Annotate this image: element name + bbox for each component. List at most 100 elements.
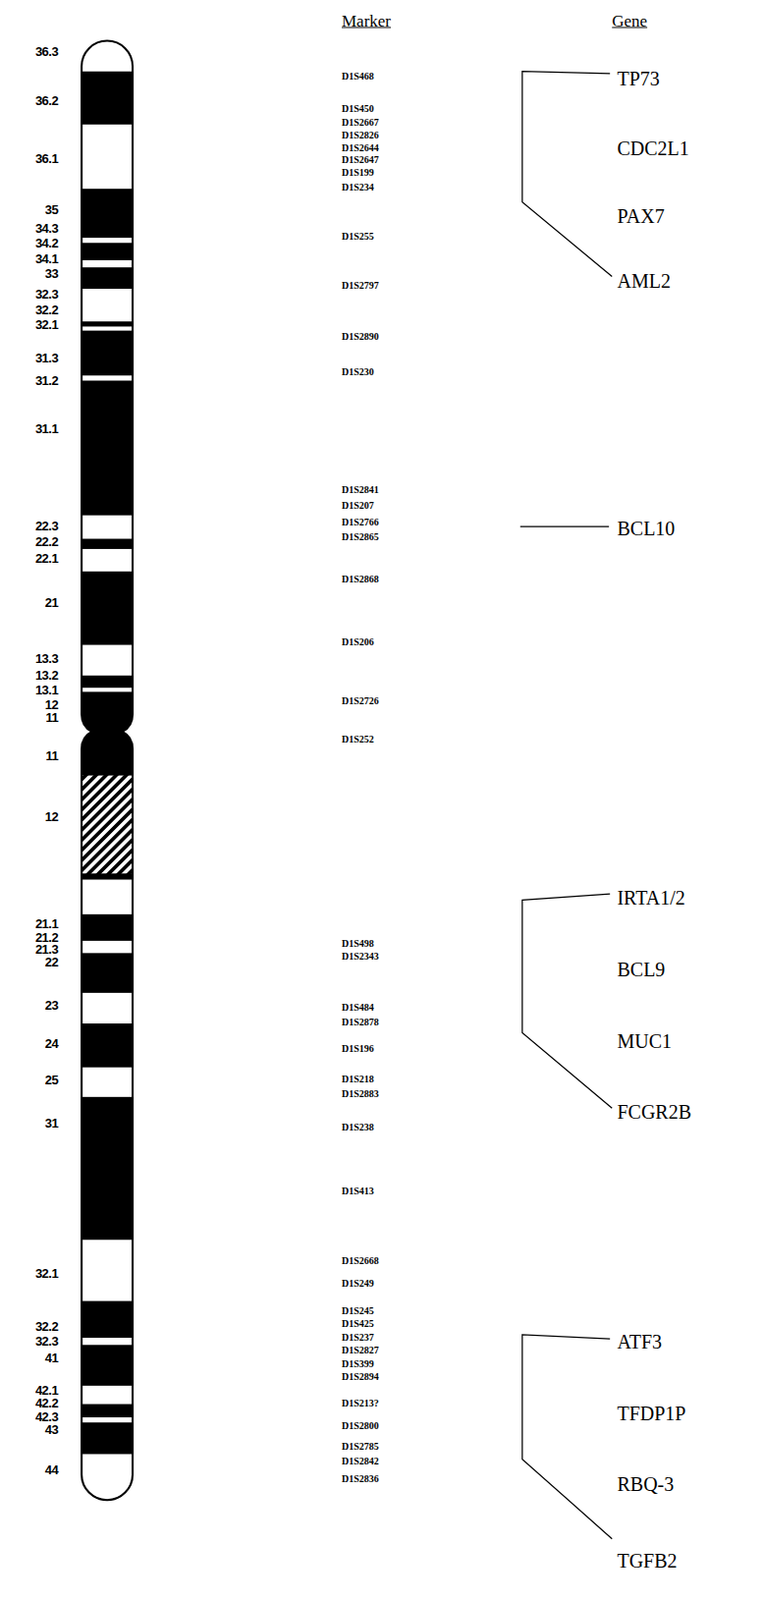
marker-label: D1S2865 [341,532,380,543]
leader-line [520,525,609,527]
gene-label: TFDP1P [616,1403,686,1423]
band-label: 31.2 [35,374,58,387]
band-label: 24 [45,1035,58,1049]
band-label: 32.3 [35,287,58,301]
marker-label: D1S2785 [341,1441,380,1452]
band-label: 21.2 [35,929,58,943]
band-label: 34.1 [35,251,58,265]
band-label: 42.2 [35,1396,58,1410]
marker-label: D1S2644 [341,143,380,154]
marker-label: D1S196 [341,1043,375,1054]
band-label: 12 [45,810,58,823]
band-label: 21.1 [35,917,58,930]
gene-label: CDC2L1 [616,138,689,159]
band-label: 32.1 [35,318,58,331]
band-label: 32.2 [35,302,58,316]
band-label: 31.1 [35,422,58,436]
marker-label: D1S2726 [341,696,380,707]
gene-label: FCGR2B [616,1101,692,1122]
marker-label: D1S2878 [341,1017,380,1028]
marker-label: D1S207 [341,500,375,511]
band-label: 34.3 [35,220,58,234]
marker-label: D1S450 [341,104,375,114]
band-label: 13.1 [35,683,58,697]
marker-label: D1S2883 [341,1089,380,1099]
band-label: 36.2 [35,93,58,107]
band-label: 42.1 [35,1382,58,1396]
marker-label: D1S399 [341,1359,375,1369]
band-label: 11 [45,748,58,762]
column-header: Marker [341,11,391,29]
band-label: 22.1 [35,551,58,565]
band-label: 36.3 [35,44,58,57]
band-label: 25 [45,1073,58,1087]
marker-label: D1S255 [341,231,375,242]
band-label: 44 [45,1462,58,1475]
band-label: 13.2 [35,667,58,681]
chromosome-outline [81,41,133,1501]
marker-label: D1S230 [341,367,375,378]
marker-label: D1S2343 [341,951,380,962]
band-label: 32.2 [35,1319,58,1333]
marker-label: D1S199 [341,167,375,178]
band-label: 34.2 [35,236,58,250]
column-header: Gene [611,11,648,29]
marker-label: D1S249 [341,1278,375,1289]
gene-label: TGFB2 [616,1550,677,1571]
marker-label: D1S2842 [341,1456,380,1467]
band-label: 43 [45,1422,58,1436]
gene-label: TP73 [616,68,659,89]
marker-label: D1S498 [341,938,375,949]
marker-label: D1S2800 [341,1420,380,1431]
band-label: 36.1 [35,152,58,165]
band-label: 11 [45,710,58,724]
marker-label: D1S2668 [341,1255,380,1266]
bracket-line [522,893,612,1108]
gene-label: AML2 [616,271,670,291]
marker-label: D1S234 [341,182,375,193]
band-label: 33 [45,267,58,280]
band-label: 35 [45,202,58,216]
band-label: 13.3 [35,652,58,665]
band-label: 31.3 [35,350,58,364]
gene-label: ATF3 [616,1331,662,1352]
band-label: 32.1 [35,1266,58,1280]
band-label: 21.3 [35,942,58,956]
marker-label: D1S2868 [341,574,380,585]
band-label: 22 [45,954,58,968]
marker-label: D1S468 [341,71,375,82]
marker-label: D1S2797 [341,280,380,291]
marker-label: D1S213? [341,1398,380,1409]
band-label: 31 [45,1115,58,1129]
bracket-line [522,71,612,277]
marker-label: D1S2826 [341,130,380,141]
marker-label: D1S245 [341,1306,375,1316]
marker-label: D1S238 [341,1122,375,1133]
band-label: 22.2 [35,534,58,547]
gene-label: PAX7 [616,206,664,226]
marker-label: D1S2890 [341,331,380,342]
band-label: 12 [45,697,58,710]
band-label: 41 [45,1350,58,1363]
marker-label: D1S2841 [341,485,380,495]
gene-label: MUC1 [616,1031,672,1051]
marker-label: D1S484 [341,1002,375,1013]
gene-brackets [520,71,612,1539]
marker-label: D1S425 [341,1318,375,1329]
marker-label: D1S2647 [341,155,380,165]
gene-label: IRTA1/2 [616,887,685,908]
band-label: 23 [45,998,58,1012]
marker-label: D1S2766 [341,517,380,528]
band-label: 32.3 [35,1333,58,1347]
marker-label: D1S413 [341,1186,375,1197]
marker-label: D1S2836 [341,1473,380,1484]
gene-label: BCL10 [616,518,675,539]
marker-label: D1S237 [341,1332,375,1343]
chromosome-bands [71,30,144,1510]
band-label: 22.3 [35,518,58,532]
marker-label: D1S2667 [341,117,380,128]
gene-label: BCL9 [616,959,665,980]
marker-label: D1S252 [341,734,375,745]
